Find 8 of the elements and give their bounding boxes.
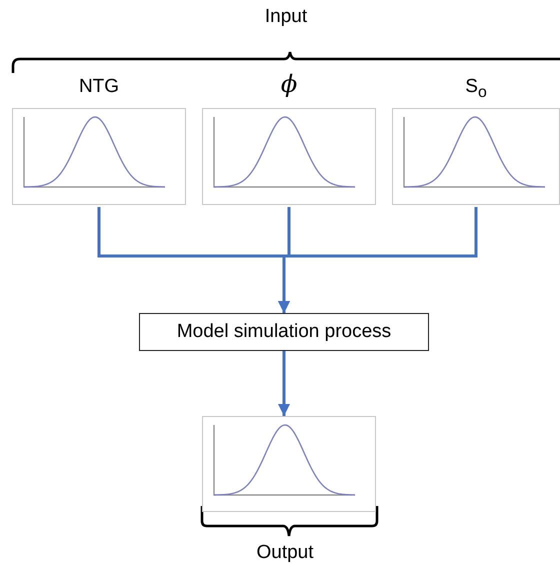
bracket-label: Output <box>256 542 314 564</box>
process-box: Model simulation process <box>139 313 429 351</box>
arrow <box>278 207 478 313</box>
parameter-heading: ϕ <box>280 70 298 98</box>
parameter-heading: NTG <box>78 76 120 98</box>
parameter-heading: S$_{o}$ <box>465 76 487 102</box>
arrow <box>278 351 290 416</box>
bracket-label: Input <box>264 6 308 28</box>
